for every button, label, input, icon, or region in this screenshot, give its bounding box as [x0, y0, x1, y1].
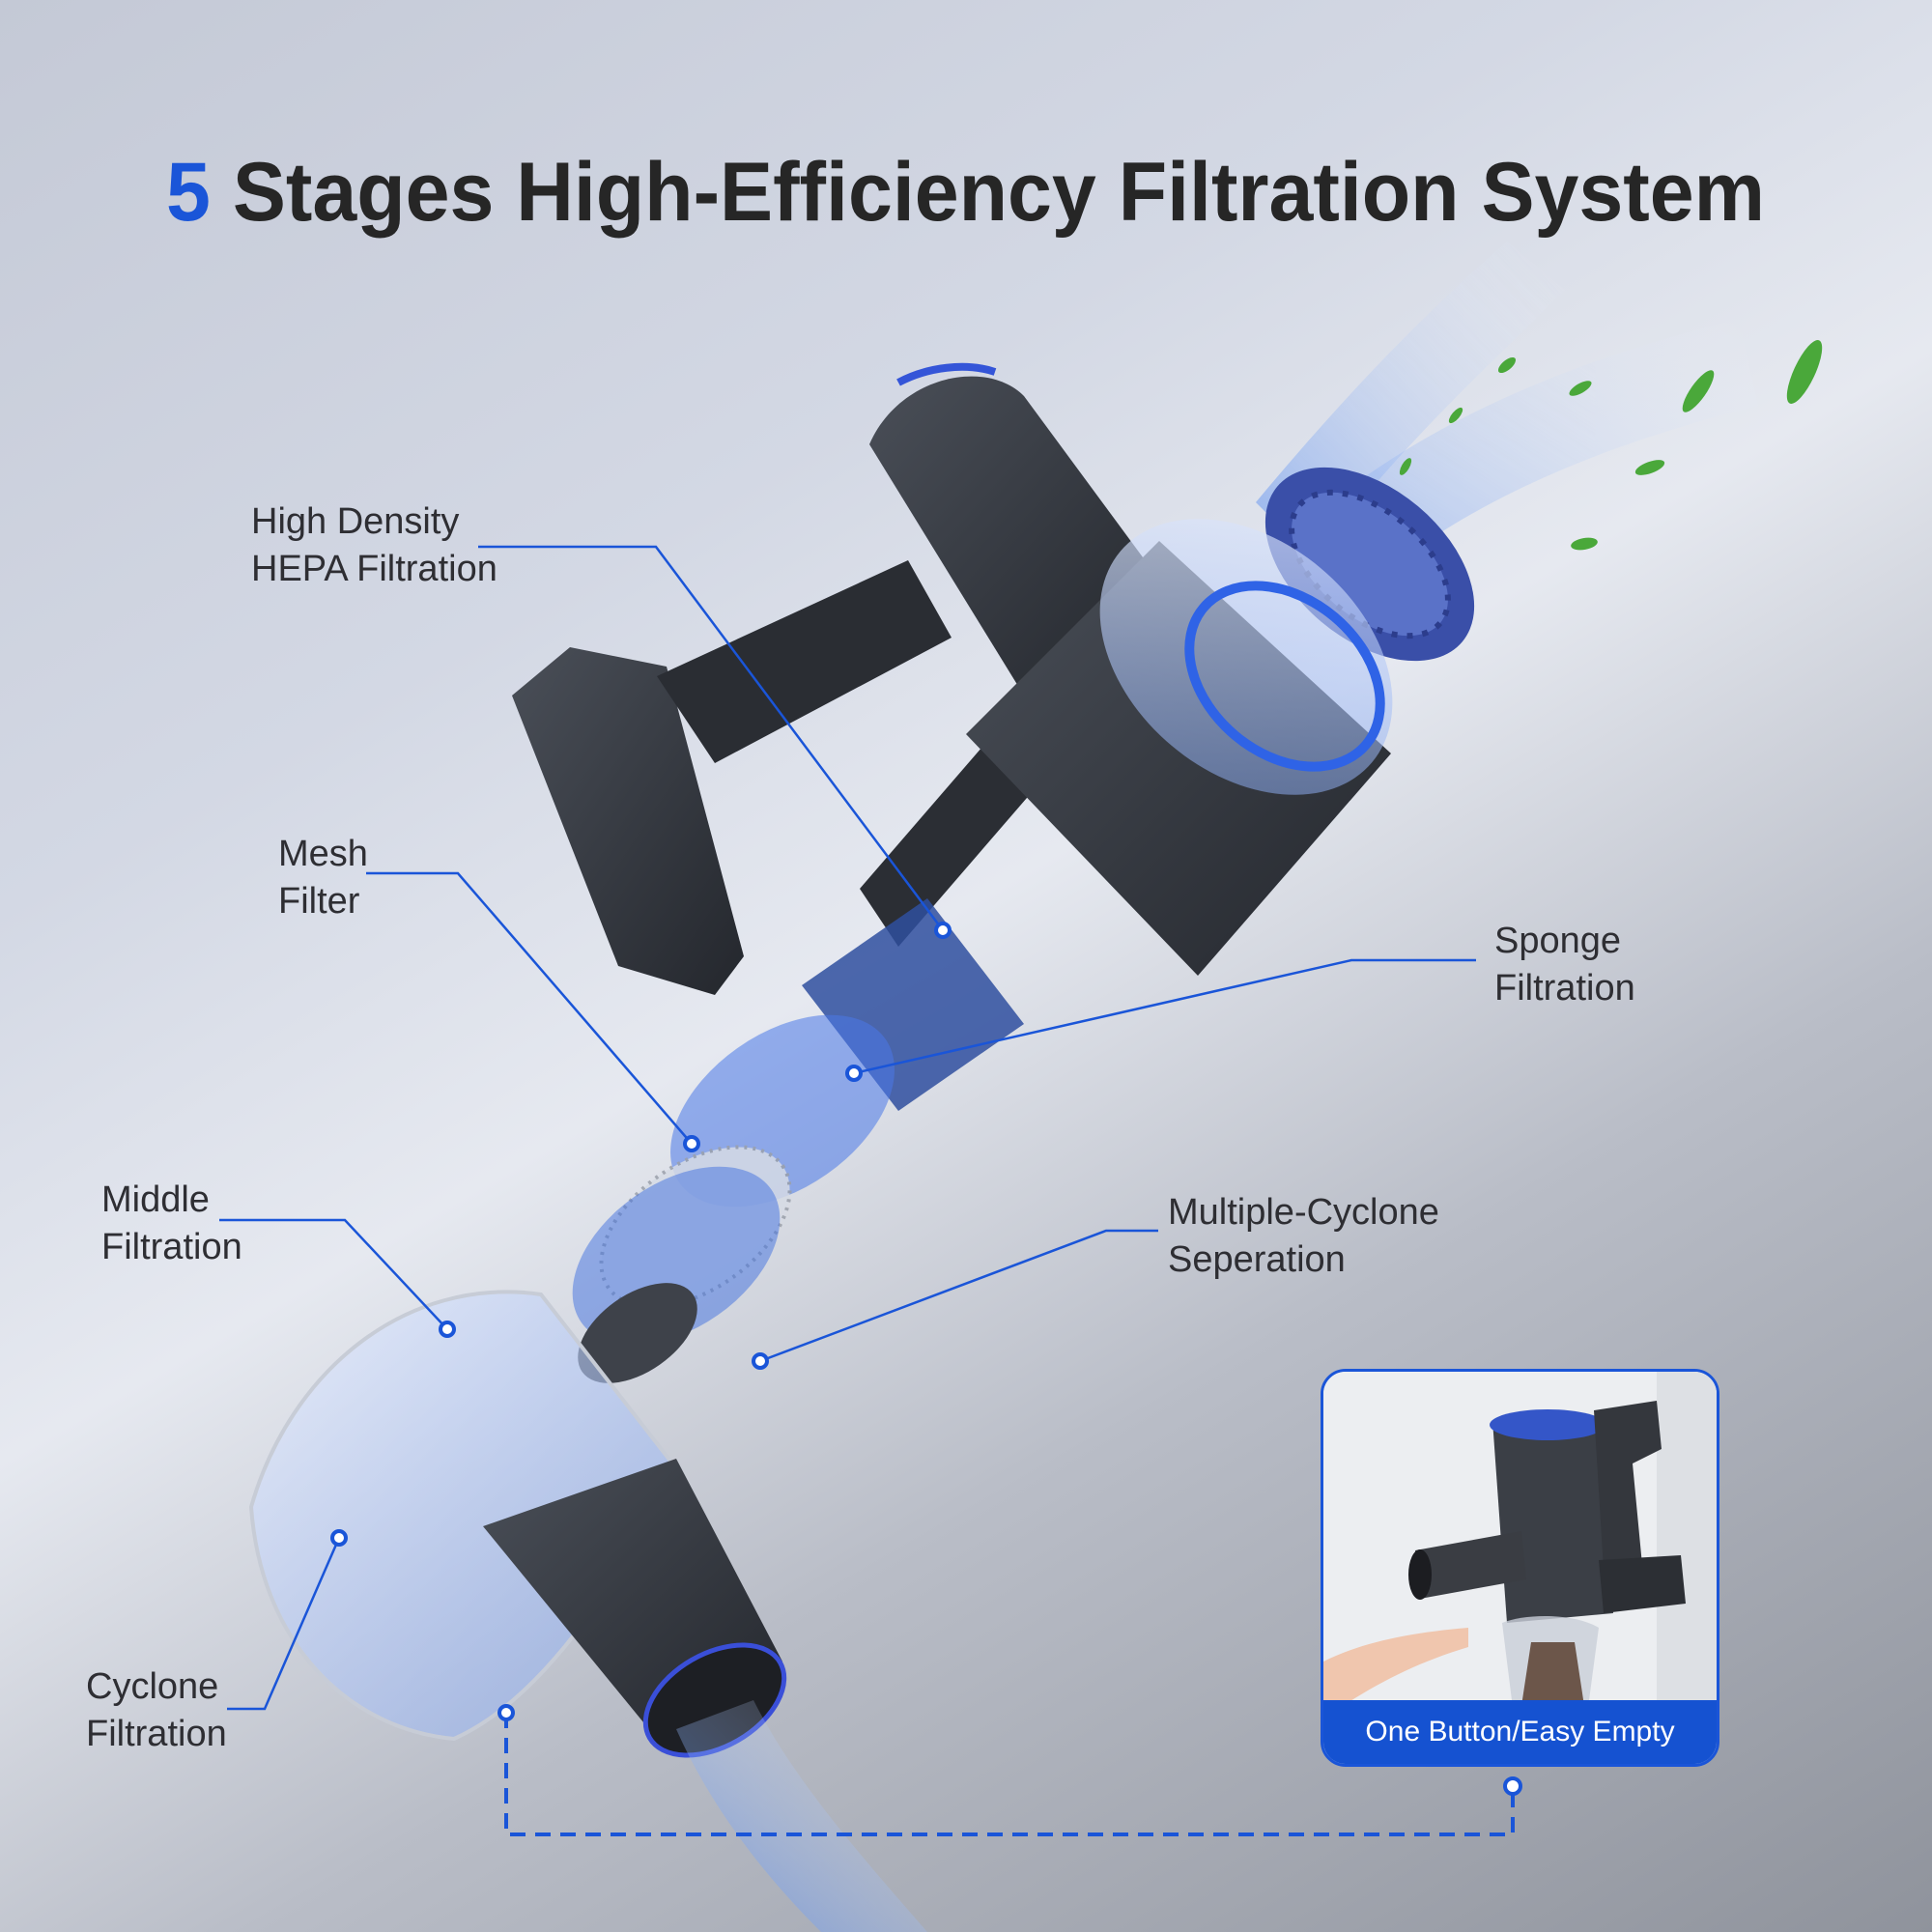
callout-sponge-filtration: Sponge Filtration [1494, 918, 1635, 1012]
callout-line1: Mesh [278, 834, 368, 874]
title-number: 5 [166, 146, 211, 239]
title-text: Stages High-Efficiency Filtration System [233, 146, 1765, 239]
callout-hepa-filtration: High Density HEPA Filtration [251, 498, 497, 593]
leaf-icons [1399, 340, 1823, 551]
callout-line2: Filtration [1494, 968, 1635, 1009]
callout-line1: Middle [101, 1179, 210, 1220]
callout-mesh-filter: Mesh Filter [278, 831, 368, 925]
callout-line1: High Density [251, 501, 460, 542]
dust-bin [248, 1290, 927, 1932]
callout-line1: Multiple-Cyclone [1168, 1192, 1439, 1233]
callout-line1: Cyclone [86, 1666, 219, 1707]
callout-line2: Filtration [86, 1714, 227, 1754]
svg-text:5 Stages High-Efficiency Filtr: 5 Stages High-Efficiency Filtration Syst… [166, 146, 1765, 239]
motor-canister [966, 519, 1393, 976]
callout-lines [219, 545, 1515, 1836]
callout-line2: HEPA Filtration [251, 549, 497, 589]
callout-cyclone-filtration: Cyclone Filtration [86, 1663, 227, 1758]
inset-vacuum-photo [1323, 1372, 1717, 1706]
callout-middle-filtration: Middle Filtration [101, 1177, 242, 1271]
inset-caption: One Button/Easy Empty [1323, 1700, 1717, 1764]
easy-empty-inset: One Button/Easy Empty [1321, 1369, 1719, 1767]
callout-line1: Sponge [1494, 921, 1622, 961]
callout-line2: Seperation [1168, 1239, 1346, 1280]
callout-line2: Filtration [101, 1227, 242, 1267]
vacuum-handle [512, 362, 1159, 995]
callout-dots [330, 922, 1522, 1796]
callout-line2: Filter [278, 881, 360, 922]
page-title: 5 Stages High-Efficiency Filtration Syst… [166, 146, 1765, 239]
callout-multiple-cyclone: Multiple-Cyclone Seperation [1168, 1189, 1439, 1284]
filter-stack [572, 898, 1024, 1383]
